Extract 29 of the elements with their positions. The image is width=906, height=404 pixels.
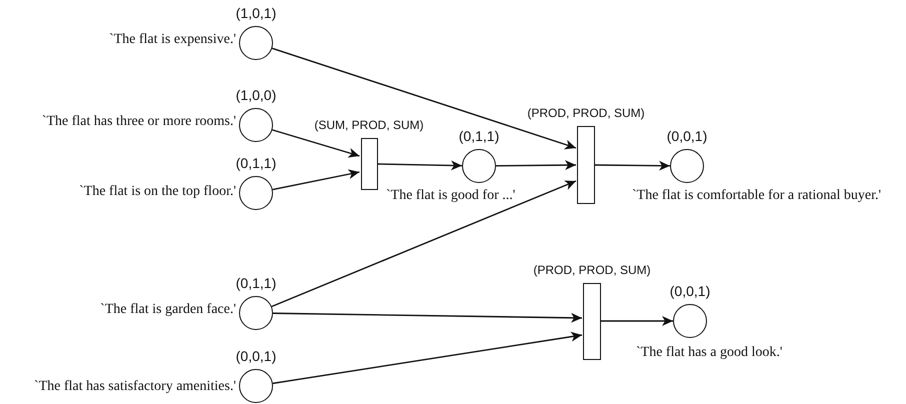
token-vector: (0,1,1) (236, 155, 276, 171)
token-vector: (0,0,1) (670, 283, 710, 299)
arrow (272, 48, 576, 150)
token-vector: (0,0,1) (236, 348, 276, 364)
arrow (595, 160, 670, 171)
proposition-text: `The flat is on the top floor.' (79, 184, 236, 200)
proposition-text: `The flat is expensive.' (109, 32, 236, 48)
arrow (377, 160, 462, 170)
arrow (271, 180, 576, 308)
proposition-text: `The flat is garden face.' (100, 302, 236, 318)
proposition-text: `The flat has three or more rooms.' (42, 114, 236, 130)
proposition-text: `The flat has satisfactory amenities.' (34, 379, 236, 395)
arrow (272, 332, 582, 384)
proposition-text: `The flat has a good look.' (636, 345, 782, 361)
token-vector: (0,1,1) (458, 128, 500, 144)
transition-label: (SUM, PROD, SUM) (314, 118, 424, 132)
arrow (272, 312, 582, 323)
arrow (272, 169, 360, 190)
arrow (601, 316, 673, 326)
token-vector: (0,0,1) (666, 128, 708, 144)
token-vector: (0,1,1) (236, 275, 276, 291)
token-vector: (1,0,1) (236, 5, 276, 21)
proposition-text: `The flat is good for ...' (386, 188, 516, 204)
arrow (496, 160, 576, 170)
proposition-text: `The flat is comfortable for a rational buyer.' (632, 188, 881, 204)
transition-label: (PROD, PROD, SUM) (527, 106, 645, 120)
transition-label: (PROD, PROD, SUM) (533, 262, 651, 276)
token-vector: (1,0,0) (236, 87, 276, 103)
arrow (272, 129, 360, 158)
